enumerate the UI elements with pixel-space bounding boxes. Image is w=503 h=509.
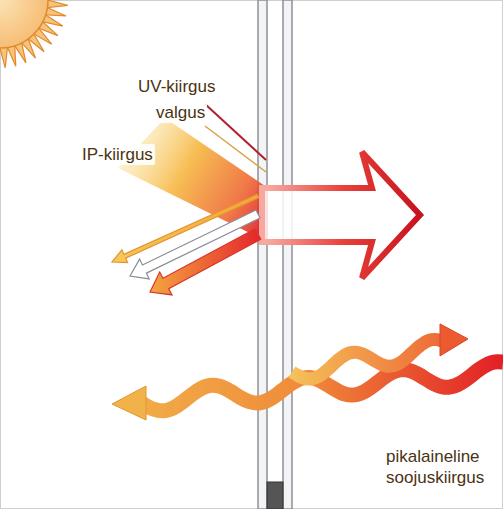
sun [0,0,68,68]
window-glass [258,0,292,509]
sun-disc [0,0,48,48]
spacer [267,482,283,509]
arrowhead [112,386,146,420]
light-ray [205,126,266,172]
ray-label: IP-kiirgus [80,144,155,165]
heat-waves [112,324,503,420]
heat-label: pikalaineline soojuskiirgus [386,446,498,488]
ray-label: UV-kiirgus [136,76,217,97]
radiation-arrows [112,104,420,295]
reflected-heat [150,229,261,295]
heat-wave [292,339,442,378]
transmitted-arrow [262,152,420,278]
arrowhead [440,324,468,356]
ray-label: valgus [154,102,207,123]
